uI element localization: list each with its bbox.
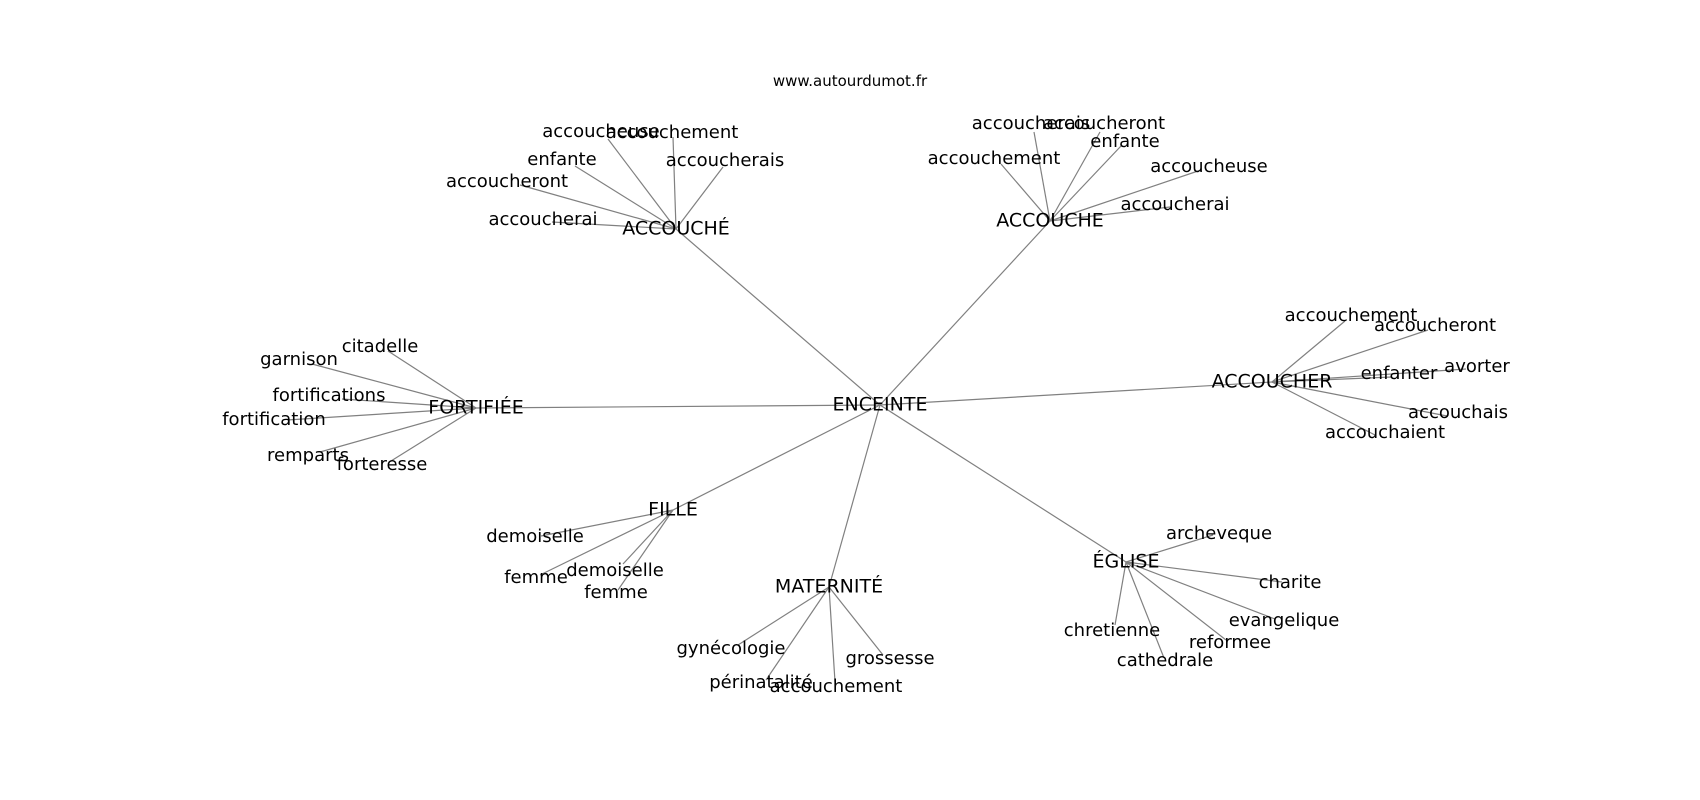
leaf-node-label: charite	[1259, 572, 1322, 593]
hub-node-label: ACCOUCHE	[996, 210, 1104, 232]
leaf-node-label: accouchement	[1285, 305, 1418, 326]
leaf-node-label: accoucherai	[1120, 194, 1229, 215]
leaf-node-label: accouchement	[770, 676, 903, 697]
leaf-node-label: accouchement	[928, 148, 1061, 169]
root-node-label: ENCEINTE	[833, 394, 928, 416]
edge-fille-leaf-0	[540, 509, 674, 537]
edge-root-accouche-acute	[675, 228, 881, 406]
edge-accoucher-leaf-3	[1271, 376, 1393, 383]
edge-accouche-leaf-3	[1000, 163, 1051, 222]
leaf-node-label: accoucheuse	[542, 121, 659, 142]
edge-root-accouche	[879, 220, 1051, 406]
edge-accouche-leaf-4	[1049, 169, 1202, 222]
hub-node-label: FORTIFIÉE	[428, 396, 523, 419]
edge-accouche-leaf-0	[1033, 131, 1051, 222]
leaf-node-label: enfante	[527, 149, 596, 170]
hub-node-label: MATERNITÉ	[775, 575, 883, 598]
edge-root-fille	[672, 404, 881, 511]
leaf-node-label: accoucheront	[1043, 113, 1165, 134]
leaf-node-label: chretienne	[1064, 620, 1160, 641]
leaf-node-label: accouchais	[1408, 402, 1508, 423]
edge-accoucher-leaf-0	[1271, 320, 1346, 383]
leaf-node-label: femme	[584, 582, 648, 603]
edge-eglise-leaf-2	[1125, 561, 1276, 620]
leaf-node-label: accoucherai	[488, 209, 597, 230]
edge-fortifiee-leaf-3	[286, 407, 477, 421]
edge-eglise-leaf-4	[1125, 561, 1227, 641]
edge-fille-leaf-3	[617, 509, 674, 591]
hub-node-label: ACCOUCHER	[1212, 371, 1333, 393]
edge-fortifiee-leaf-5	[390, 407, 477, 462]
leaf-node-label: accouchement	[606, 122, 739, 143]
leaf-node-label: fortifications	[273, 385, 386, 406]
edge-accouche-leaf-1	[1049, 131, 1101, 222]
edge-fille-leaf-1	[539, 509, 674, 576]
leaf-node-label: accoucherais	[972, 113, 1090, 134]
edge-accouche-acute-leaf-3	[675, 166, 724, 230]
leaf-node-label: archeveque	[1166, 523, 1272, 544]
leaf-node-label: forteresse	[337, 454, 428, 475]
leaf-node-label: femme	[504, 567, 568, 588]
hub-node-label: ACCOUCHÉ	[622, 217, 730, 240]
leaf-node-label: reformee	[1189, 632, 1271, 653]
edge-eglise-leaf-1	[1125, 561, 1283, 583]
leaf-node-label: evangelique	[1229, 610, 1340, 631]
leaf-node-label: accoucheront	[446, 171, 568, 192]
leaf-node-label: accoucheuse	[1150, 156, 1267, 177]
edge-accouche-acute-leaf-4	[519, 184, 677, 230]
edge-fortifiee-leaf-0	[387, 350, 477, 409]
leaf-node-label: cathedrale	[1117, 650, 1213, 671]
edge-root-fortifiee	[475, 404, 881, 409]
edge-accouche-acute-leaf-0	[607, 138, 677, 230]
edge-accouche-acute-leaf-5	[551, 221, 677, 230]
edge-maternite-leaf-0	[737, 586, 830, 646]
edge-fortifiee-leaf-1	[311, 363, 477, 409]
edge-accoucher-leaf-5	[1271, 381, 1376, 436]
edge-fortifiee-leaf-4	[319, 407, 477, 453]
edge-eglise-leaf-3	[1114, 561, 1127, 626]
edge-fille-leaf-2	[622, 509, 674, 565]
edge-maternite-leaf-1	[828, 586, 884, 656]
edge-root-maternite	[828, 404, 881, 588]
edge-fortifiee-leaf-2	[341, 398, 477, 409]
leaf-node-label: gynécologie	[677, 638, 786, 659]
edge-accouche-acute-leaf-1	[672, 136, 677, 230]
edge-root-eglise	[879, 404, 1127, 563]
leaf-node-label: enfanter	[1361, 363, 1438, 384]
edge-accouche-leaf-5	[1049, 206, 1171, 222]
edge-accouche-leaf-2	[1049, 145, 1122, 222]
edge-maternite-leaf-3	[828, 586, 836, 683]
edge-maternite-leaf-2	[765, 586, 830, 681]
leaf-node-label: demoiselle	[486, 526, 584, 547]
edge-accoucher-leaf-4	[1271, 381, 1448, 417]
edge-accoucher-leaf-2	[1271, 368, 1467, 383]
source-url: www.autourdumot.fr	[772, 72, 928, 90]
leaf-node-label: remparts	[267, 445, 349, 466]
leaf-node-label: garnison	[260, 349, 338, 370]
leaf-node-label: avorter	[1444, 356, 1510, 377]
edge-accoucher-leaf-1	[1271, 329, 1429, 383]
hub-node-label: ÉGLISE	[1093, 550, 1160, 573]
hub-node-label: FILLE	[648, 499, 698, 521]
graph-edges	[286, 131, 1467, 683]
leaf-node-label: grossesse	[845, 648, 934, 669]
leaf-node-label: accouchaient	[1325, 422, 1445, 443]
leaf-node-label: enfante	[1090, 131, 1159, 152]
leaf-node-label: citadelle	[342, 336, 419, 357]
edge-accouche-acute-leaf-2	[574, 165, 677, 230]
leaf-node-label: périnatalité	[709, 672, 813, 693]
edge-eglise-leaf-5	[1125, 561, 1165, 659]
leaf-node-label: accoucheront	[1374, 315, 1496, 336]
leaf-node-label: fortification	[222, 409, 326, 430]
edge-eglise-leaf-0	[1125, 534, 1214, 563]
edge-root-accoucher	[879, 381, 1273, 406]
leaf-node-label: demoiselle	[566, 560, 664, 581]
leaf-node-label: accoucherais	[666, 150, 784, 171]
